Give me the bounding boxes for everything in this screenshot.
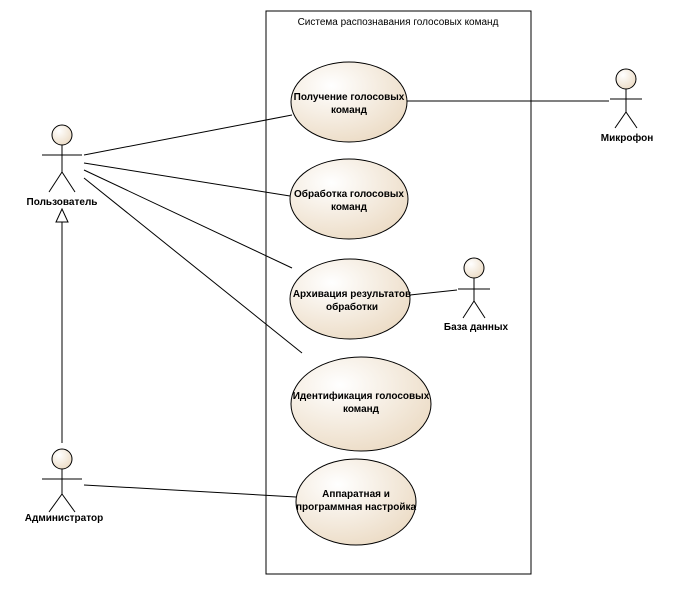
use-case-label: Идентификация голосовых (293, 390, 430, 402)
system-title: Система распознавания голосовых команд (298, 17, 499, 28)
use-case-archive-results[interactable]: Архивация результатов обработки (289, 258, 411, 340)
actor-admin[interactable] (42, 448, 82, 513)
assoc-uc3-db (409, 289, 458, 296)
use-case-label: Обработка голосовых (294, 188, 404, 200)
actor-microphone[interactable] (610, 68, 642, 129)
assoc-user-uc2 (83, 162, 291, 197)
use-case-label: Архивация результатов (293, 289, 411, 300)
use-case-get-commands[interactable]: Получение голосовых команд (290, 61, 408, 143)
generalization-arrowhead (55, 207, 69, 223)
actor-admin-label: Администратор (25, 513, 103, 524)
use-case-label: обработки (326, 301, 378, 313)
use-case-label: Аппаратная и (322, 489, 390, 500)
assoc-admin-uc5 (83, 484, 297, 498)
use-case-label: команд (343, 404, 380, 415)
actor-microphone-label: Микрофон (601, 132, 653, 144)
associations (61, 100, 609, 498)
use-case-label: Получение голосовых (294, 92, 405, 103)
assoc-user-uc3 (83, 169, 293, 269)
use-case-process-commands[interactable]: Обработка голосовых команд (289, 158, 409, 240)
assoc-user-uc4 (83, 177, 303, 354)
use-case-identify-commands[interactable]: Идентификация голосовых команд (290, 356, 432, 452)
use-case-hw-sw-setup[interactable]: Аппаратная и программная настройка (295, 458, 417, 546)
assoc-user-uc1 (83, 114, 293, 156)
use-case-label: команд (331, 105, 368, 116)
actor-user-label: Пользователь (27, 197, 98, 208)
actor-user[interactable] (42, 124, 82, 193)
use-case-label: команд (331, 202, 368, 213)
actor-database-label: База данных (444, 322, 509, 333)
use-case-label: программная настройка (296, 502, 417, 513)
actor-database[interactable] (458, 257, 490, 319)
